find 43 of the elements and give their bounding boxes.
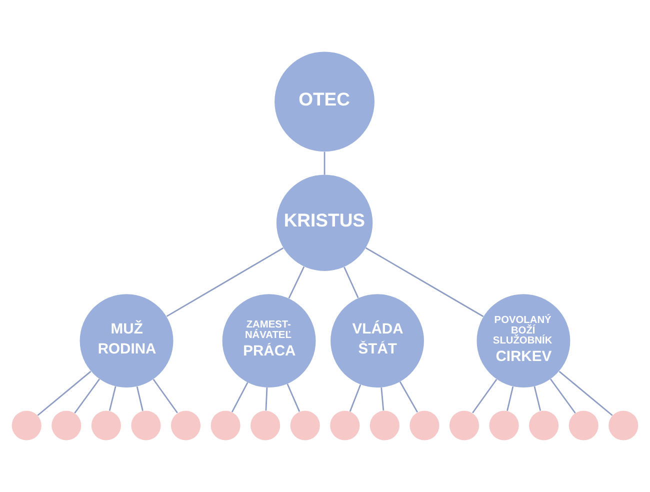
- connector: [558, 370, 613, 416]
- connector: [108, 386, 116, 411]
- connector: [365, 247, 484, 318]
- connector: [399, 381, 418, 413]
- connector: [37, 370, 92, 416]
- connector: [324, 152, 326, 175]
- node-circle: [12, 410, 42, 440]
- connector: [152, 378, 178, 414]
- node-circle: [489, 410, 519, 440]
- node-circle: [131, 410, 161, 440]
- connector: [472, 378, 498, 414]
- node-circle: [330, 410, 360, 440]
- node-circle: [290, 410, 320, 440]
- node-circle: [529, 410, 559, 440]
- node-circle: [370, 410, 400, 440]
- node-circle: [568, 410, 598, 440]
- node-circle: OTEC: [274, 52, 374, 152]
- connector: [506, 386, 514, 411]
- connector: [231, 382, 248, 412]
- connector: [288, 266, 305, 299]
- node-circle: POVOLANÝ BOŽÍ SLUŽOBNÍK CIRKEV: [476, 294, 570, 388]
- node-circle: KRISTUS: [276, 174, 373, 271]
- connector: [344, 266, 359, 298]
- node-circle: MUŽ RODINA: [80, 294, 174, 388]
- connector: [286, 384, 300, 412]
- node-circle: [52, 410, 82, 440]
- node-circle: [410, 410, 440, 440]
- node-circle: [91, 410, 121, 440]
- connector: [166, 247, 284, 317]
- connector: [74, 378, 100, 414]
- connector: [550, 378, 576, 414]
- node-circle: [210, 410, 240, 440]
- connector: [380, 387, 384, 411]
- node-circle: [170, 410, 201, 440]
- node-circle: VLÁDA ŠTÁT: [330, 294, 424, 388]
- connector: [265, 388, 268, 411]
- node-circle: [250, 410, 280, 440]
- connector: [136, 386, 144, 411]
- connector: [349, 384, 362, 412]
- node-circle: ZAMEST- NÁVATEĽ PRÁCA: [222, 294, 316, 388]
- connector: [534, 386, 542, 411]
- node-circle: [449, 410, 480, 440]
- node-circle: [608, 410, 638, 440]
